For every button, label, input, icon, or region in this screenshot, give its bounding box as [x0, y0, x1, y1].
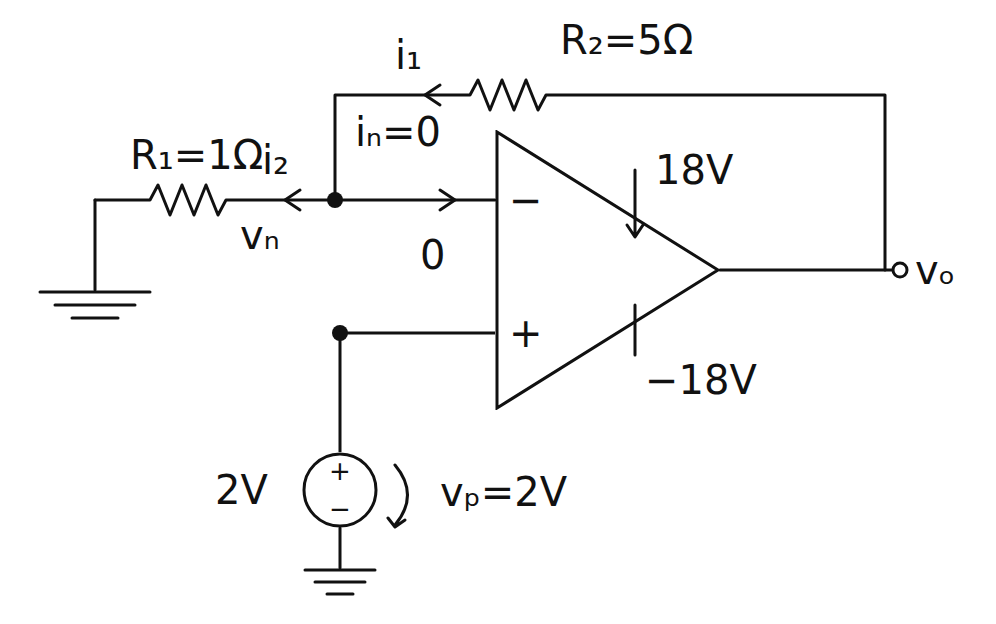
current-label: i₂: [262, 140, 289, 180]
component-value: R₂=5Ω: [560, 20, 693, 60]
inverting-input-wire: [335, 199, 495, 202]
output-wire: [720, 269, 900, 272]
input-wire: [340, 333, 495, 452]
output-terminal: [893, 263, 907, 277]
node-voltage: 0: [420, 235, 445, 275]
pin-sign: −: [329, 496, 351, 522]
supply-lead: [627, 170, 643, 237]
current-label: i₁: [395, 35, 422, 75]
supply-lead: [634, 305, 637, 355]
junction-dot: [332, 325, 348, 341]
current-arrow: [285, 190, 300, 210]
node-voltage: vₙ: [240, 215, 280, 255]
resistor-symbol: [95, 185, 335, 215]
node-voltage: vₚ=2V: [440, 472, 567, 512]
current-label: iₙ=0: [355, 112, 441, 152]
pin-sign: +: [329, 458, 351, 484]
ground-symbol: [305, 570, 375, 594]
output-voltage: vₒ: [915, 250, 955, 290]
ground-wire: [94, 200, 97, 290]
ground-wire: [339, 528, 342, 568]
supply-voltage: 18V: [655, 150, 733, 190]
component-value: R₁=1Ω: [130, 135, 263, 175]
feedback-wire: [335, 80, 885, 270]
pin-sign: +: [509, 313, 543, 353]
voltage-bracket: [388, 465, 408, 527]
supply-voltage: −18V: [645, 360, 757, 400]
current-arrow: [425, 85, 440, 105]
current-arrow: [440, 190, 455, 210]
ground-symbol: [40, 292, 150, 318]
junction-dot: [327, 192, 343, 208]
voltage-source: +−: [302, 452, 378, 528]
source-value: 2V: [215, 470, 268, 510]
pin-sign: −: [509, 180, 543, 220]
